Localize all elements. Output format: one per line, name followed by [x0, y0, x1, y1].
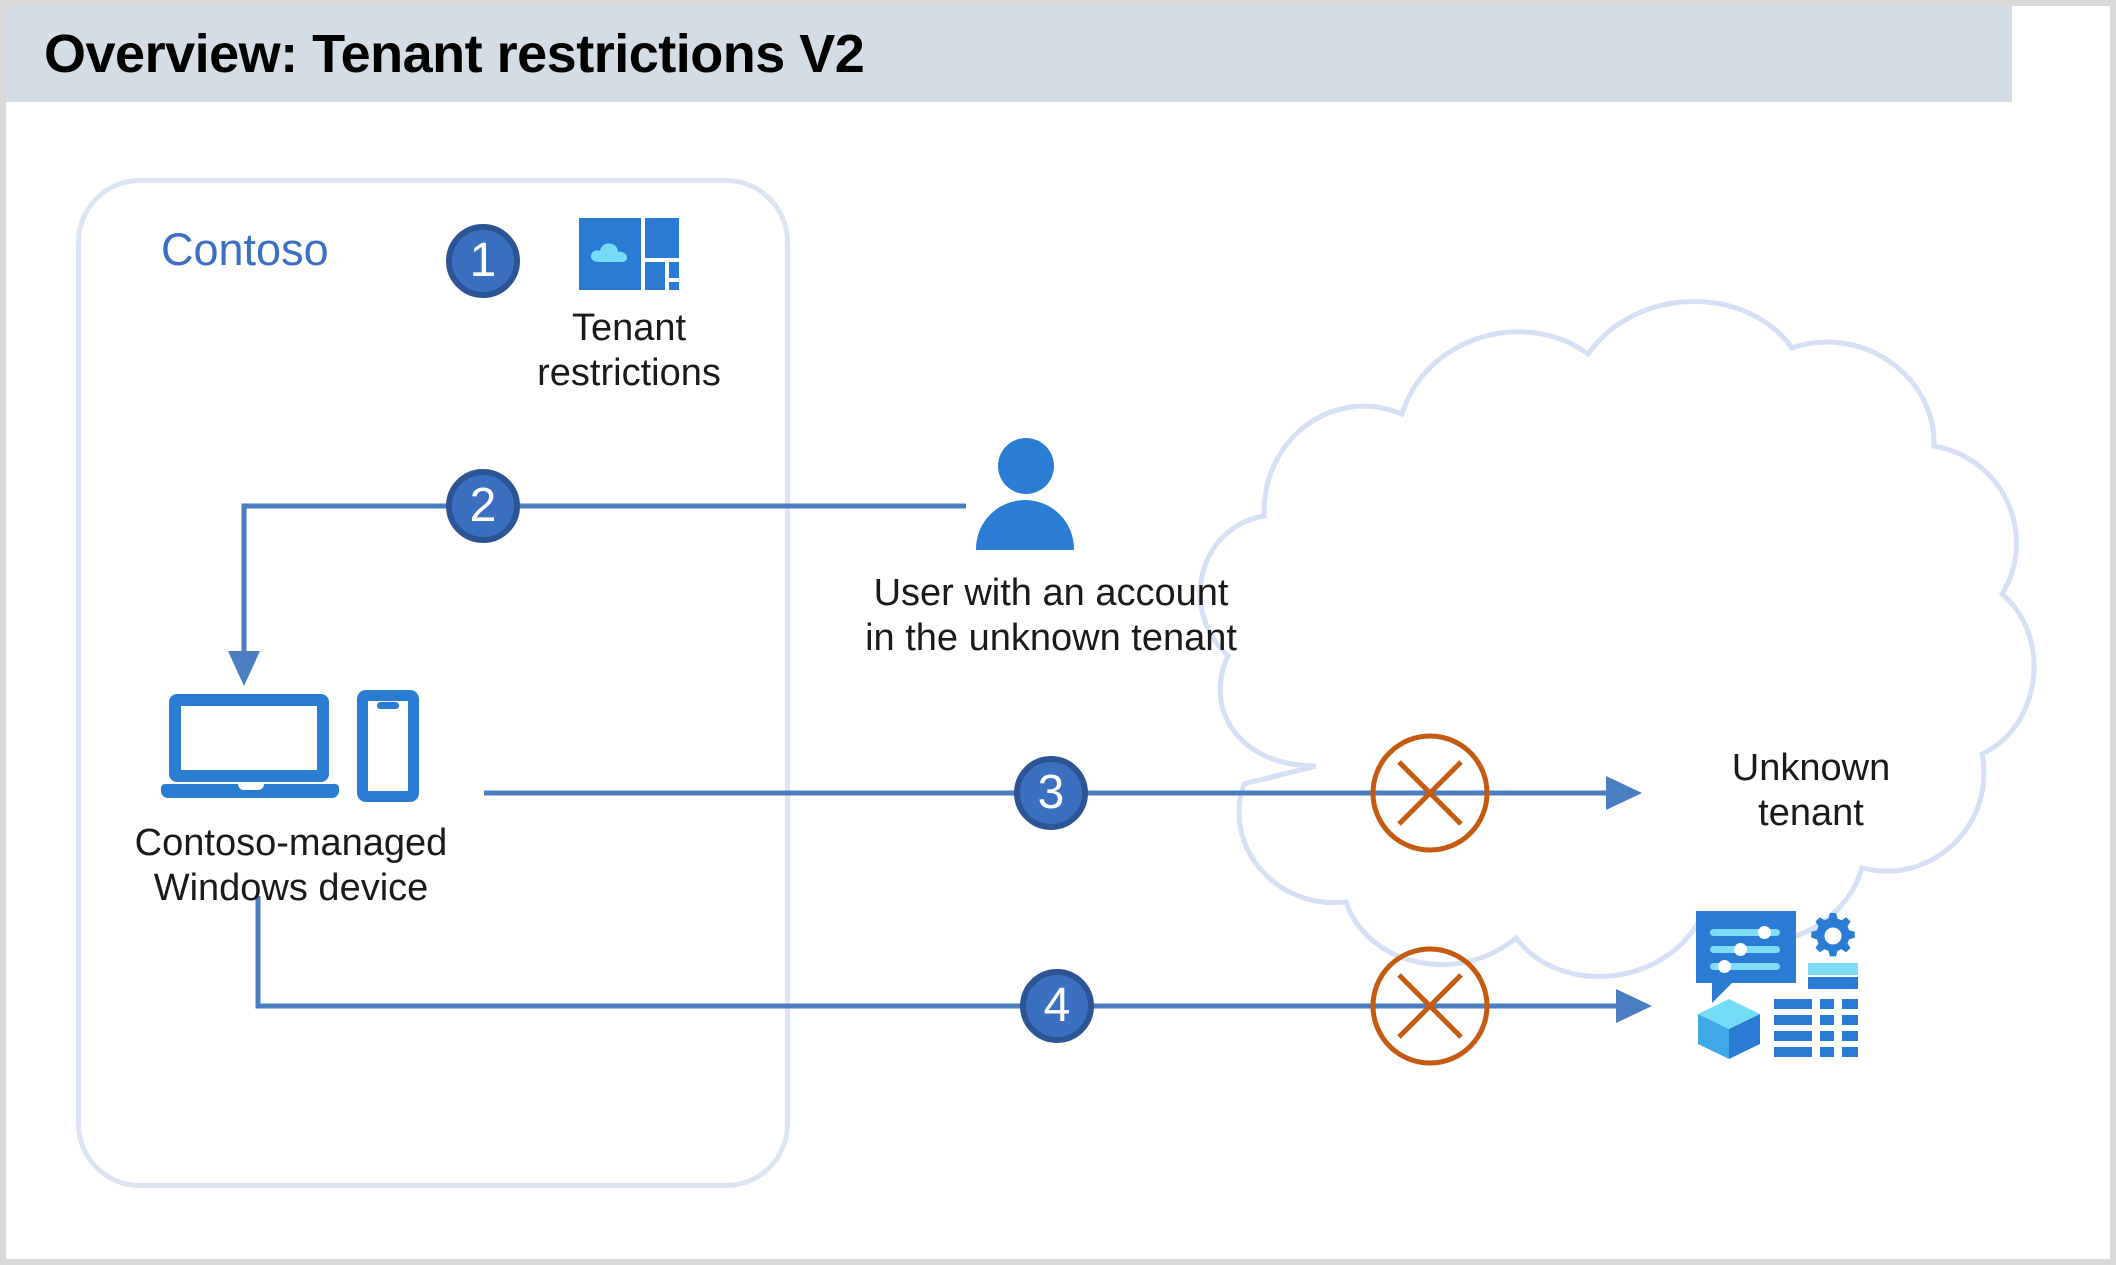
step-badge-1[interactable]: 1: [446, 224, 520, 298]
grid-cell: [1842, 1031, 1858, 1041]
tenant-restrictions-label: Tenant restrictions: [537, 307, 721, 394]
grid-cell: [1842, 1047, 1858, 1057]
blocked-marker-2: [1370, 946, 1490, 1066]
unknown-tenant-label: Unknown tenant: [1731, 747, 1891, 834]
connector-step-4-arrowhead: [1616, 989, 1652, 1023]
laptop-icon: [169, 694, 329, 782]
phone-speaker: [377, 702, 399, 709]
phone-icon: [357, 690, 419, 802]
slider-knob-1: [1758, 926, 1771, 939]
database-grid-icon: [1774, 999, 1858, 1059]
resource-bar-light: [1808, 963, 1858, 975]
tile-bottom-right-2: [669, 262, 679, 278]
grid-cell: [1842, 999, 1858, 1009]
user-body: [976, 500, 1074, 550]
grid-cell: [1774, 1031, 1812, 1041]
tile-bottom-right-3: [669, 282, 679, 290]
connector-step-2-arrowhead: [228, 651, 260, 686]
grid-cell: [1774, 999, 1812, 1009]
step-badge-3[interactable]: 3: [1014, 756, 1088, 830]
resource-bar-dark: [1808, 977, 1858, 989]
step-badge-4[interactable]: 4: [1020, 969, 1094, 1043]
device-icons: [161, 690, 431, 806]
diagram-connectors-layer: [228, 298, 2037, 1066]
laptop-base: [161, 784, 339, 798]
laptop-notch: [238, 782, 264, 790]
grid-cell: [1774, 1015, 1812, 1025]
slider-line-3: [1710, 963, 1780, 970]
grid-cell: [1774, 1047, 1812, 1057]
tenant-resources-icon: [1696, 911, 1861, 1059]
tile-bottom-right-1: [645, 262, 665, 290]
step-badge-2[interactable]: 2: [446, 469, 520, 543]
grid-cell: [1820, 1031, 1834, 1041]
user-head: [998, 438, 1054, 494]
contoso-label: Contoso: [161, 224, 329, 275]
blocked-marker-1: [1370, 733, 1490, 853]
slider-line-1: [1710, 929, 1780, 936]
bubble-tail: [1712, 983, 1732, 1003]
device-label: Contoso-managed Windows device: [134, 822, 448, 909]
tenant-restrictions-icon: [579, 218, 679, 290]
contoso-boundary-box: [76, 178, 790, 1188]
header-bar: [6, 6, 2012, 102]
cloud-icon: [590, 243, 627, 262]
connector-step-2: [241, 503, 966, 654]
connector-step-3-arrowhead: [1606, 776, 1642, 810]
cube-icon: [1698, 999, 1760, 1059]
settings-bubble-icon: [1696, 911, 1796, 983]
slider-knob-2: [1734, 943, 1747, 956]
connector-step-4: [255, 896, 1616, 1009]
user-label: User with an account in the unknown tena…: [865, 572, 1237, 659]
unknown-tenant-cloud: [1197, 298, 2037, 979]
page-title: Overview: Tenant restrictions V2: [44, 24, 865, 84]
slider-knob-3: [1718, 960, 1731, 973]
grid-cell: [1820, 999, 1834, 1009]
tile-top-right: [645, 218, 679, 258]
gear-icon: [1811, 913, 1855, 957]
grid-cell: [1820, 1015, 1834, 1025]
grid-cell: [1820, 1047, 1834, 1057]
user-icon: [976, 438, 1074, 556]
grid-cell: [1842, 1015, 1858, 1025]
